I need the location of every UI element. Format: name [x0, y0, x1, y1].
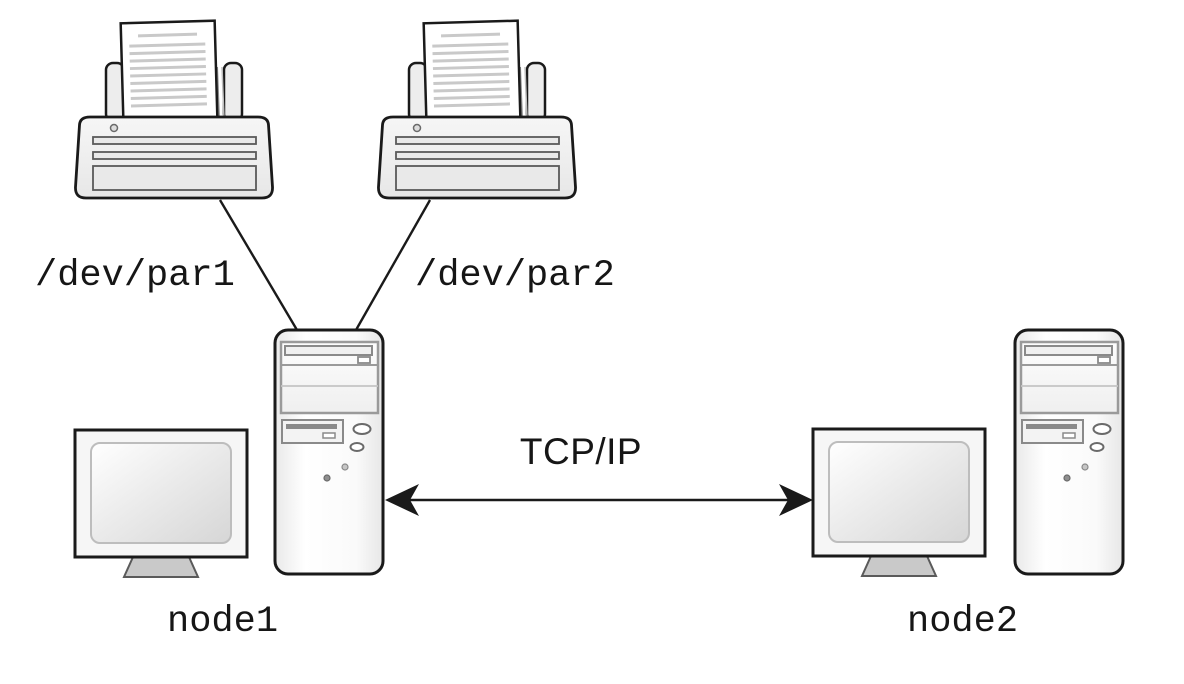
node2-monitor-icon [811, 427, 987, 578]
arrowhead-left [385, 484, 419, 516]
tcp-ip-arrow [385, 484, 813, 516]
connector-dev-par1 [218, 199, 299, 331]
printer-icon-1 [73, 19, 275, 200]
tcp-ip-label: TCP/IP [519, 431, 643, 472]
dev-par1-label: /dev/par1 [35, 255, 235, 297]
node1-tower-icon [273, 328, 385, 576]
node2-tower-icon [1013, 328, 1125, 576]
printer-icon-2 [376, 19, 578, 200]
node1-label: node1 [167, 601, 279, 643]
arrowhead-right [779, 484, 813, 516]
node2-label: node2 [907, 601, 1019, 643]
node1-monitor-icon [73, 428, 249, 579]
connector-dev-par2 [354, 199, 432, 331]
dev-par2-label: /dev/par2 [415, 255, 615, 297]
